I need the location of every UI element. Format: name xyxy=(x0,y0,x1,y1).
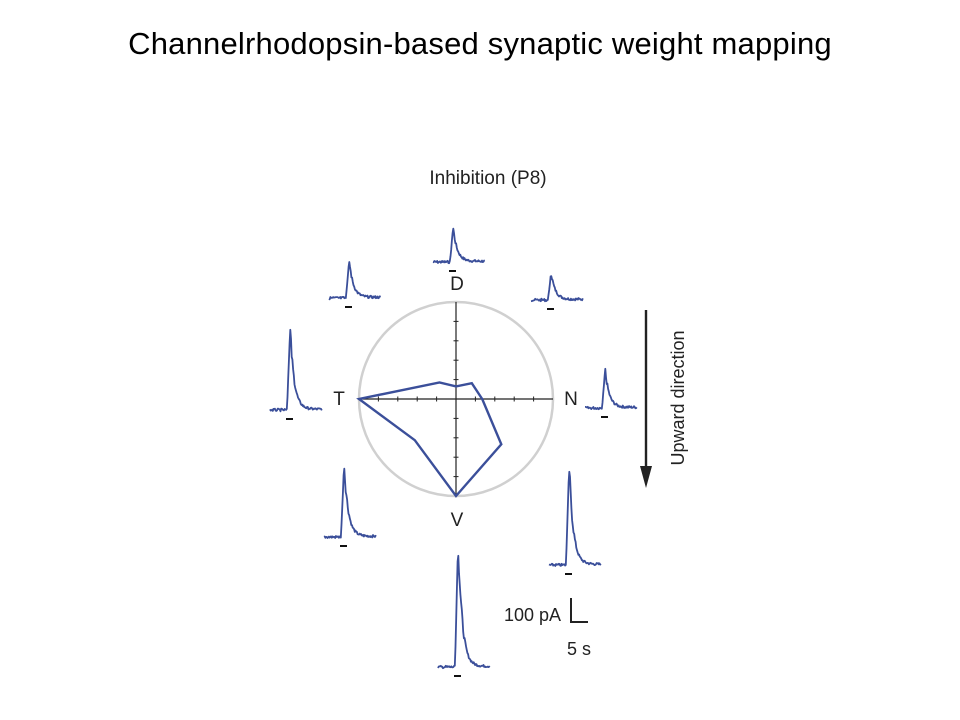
upward-direction-arrow xyxy=(640,310,652,488)
current-trace-tv xyxy=(323,467,377,539)
current-trace-nd xyxy=(530,275,584,303)
current-traces xyxy=(269,227,638,677)
axis-label-ventral: V xyxy=(451,510,464,531)
axis-label-temporal: T xyxy=(333,389,345,410)
direction-label: Upward direction xyxy=(668,330,688,465)
current-trace-d xyxy=(432,227,486,265)
tuning-polygon xyxy=(356,381,503,498)
axis-label-nasal: N xyxy=(564,389,578,410)
panel-title: Inhibition (P8) xyxy=(429,168,546,189)
current-trace-n xyxy=(584,367,638,411)
current-trace-t xyxy=(269,328,323,413)
scale-bar xyxy=(570,598,588,623)
scale-bar-time-label: 5 s xyxy=(567,639,591,659)
polar-axes xyxy=(359,302,553,496)
axis-label-dorsal: D xyxy=(450,274,464,295)
scale-bar-current-label: 100 pA xyxy=(504,605,561,625)
current-trace-nv xyxy=(548,470,602,567)
current-trace-v xyxy=(437,554,491,670)
current-trace-td xyxy=(328,261,381,301)
slide-title: Channelrhodopsin-based synaptic weight m… xyxy=(128,26,832,61)
